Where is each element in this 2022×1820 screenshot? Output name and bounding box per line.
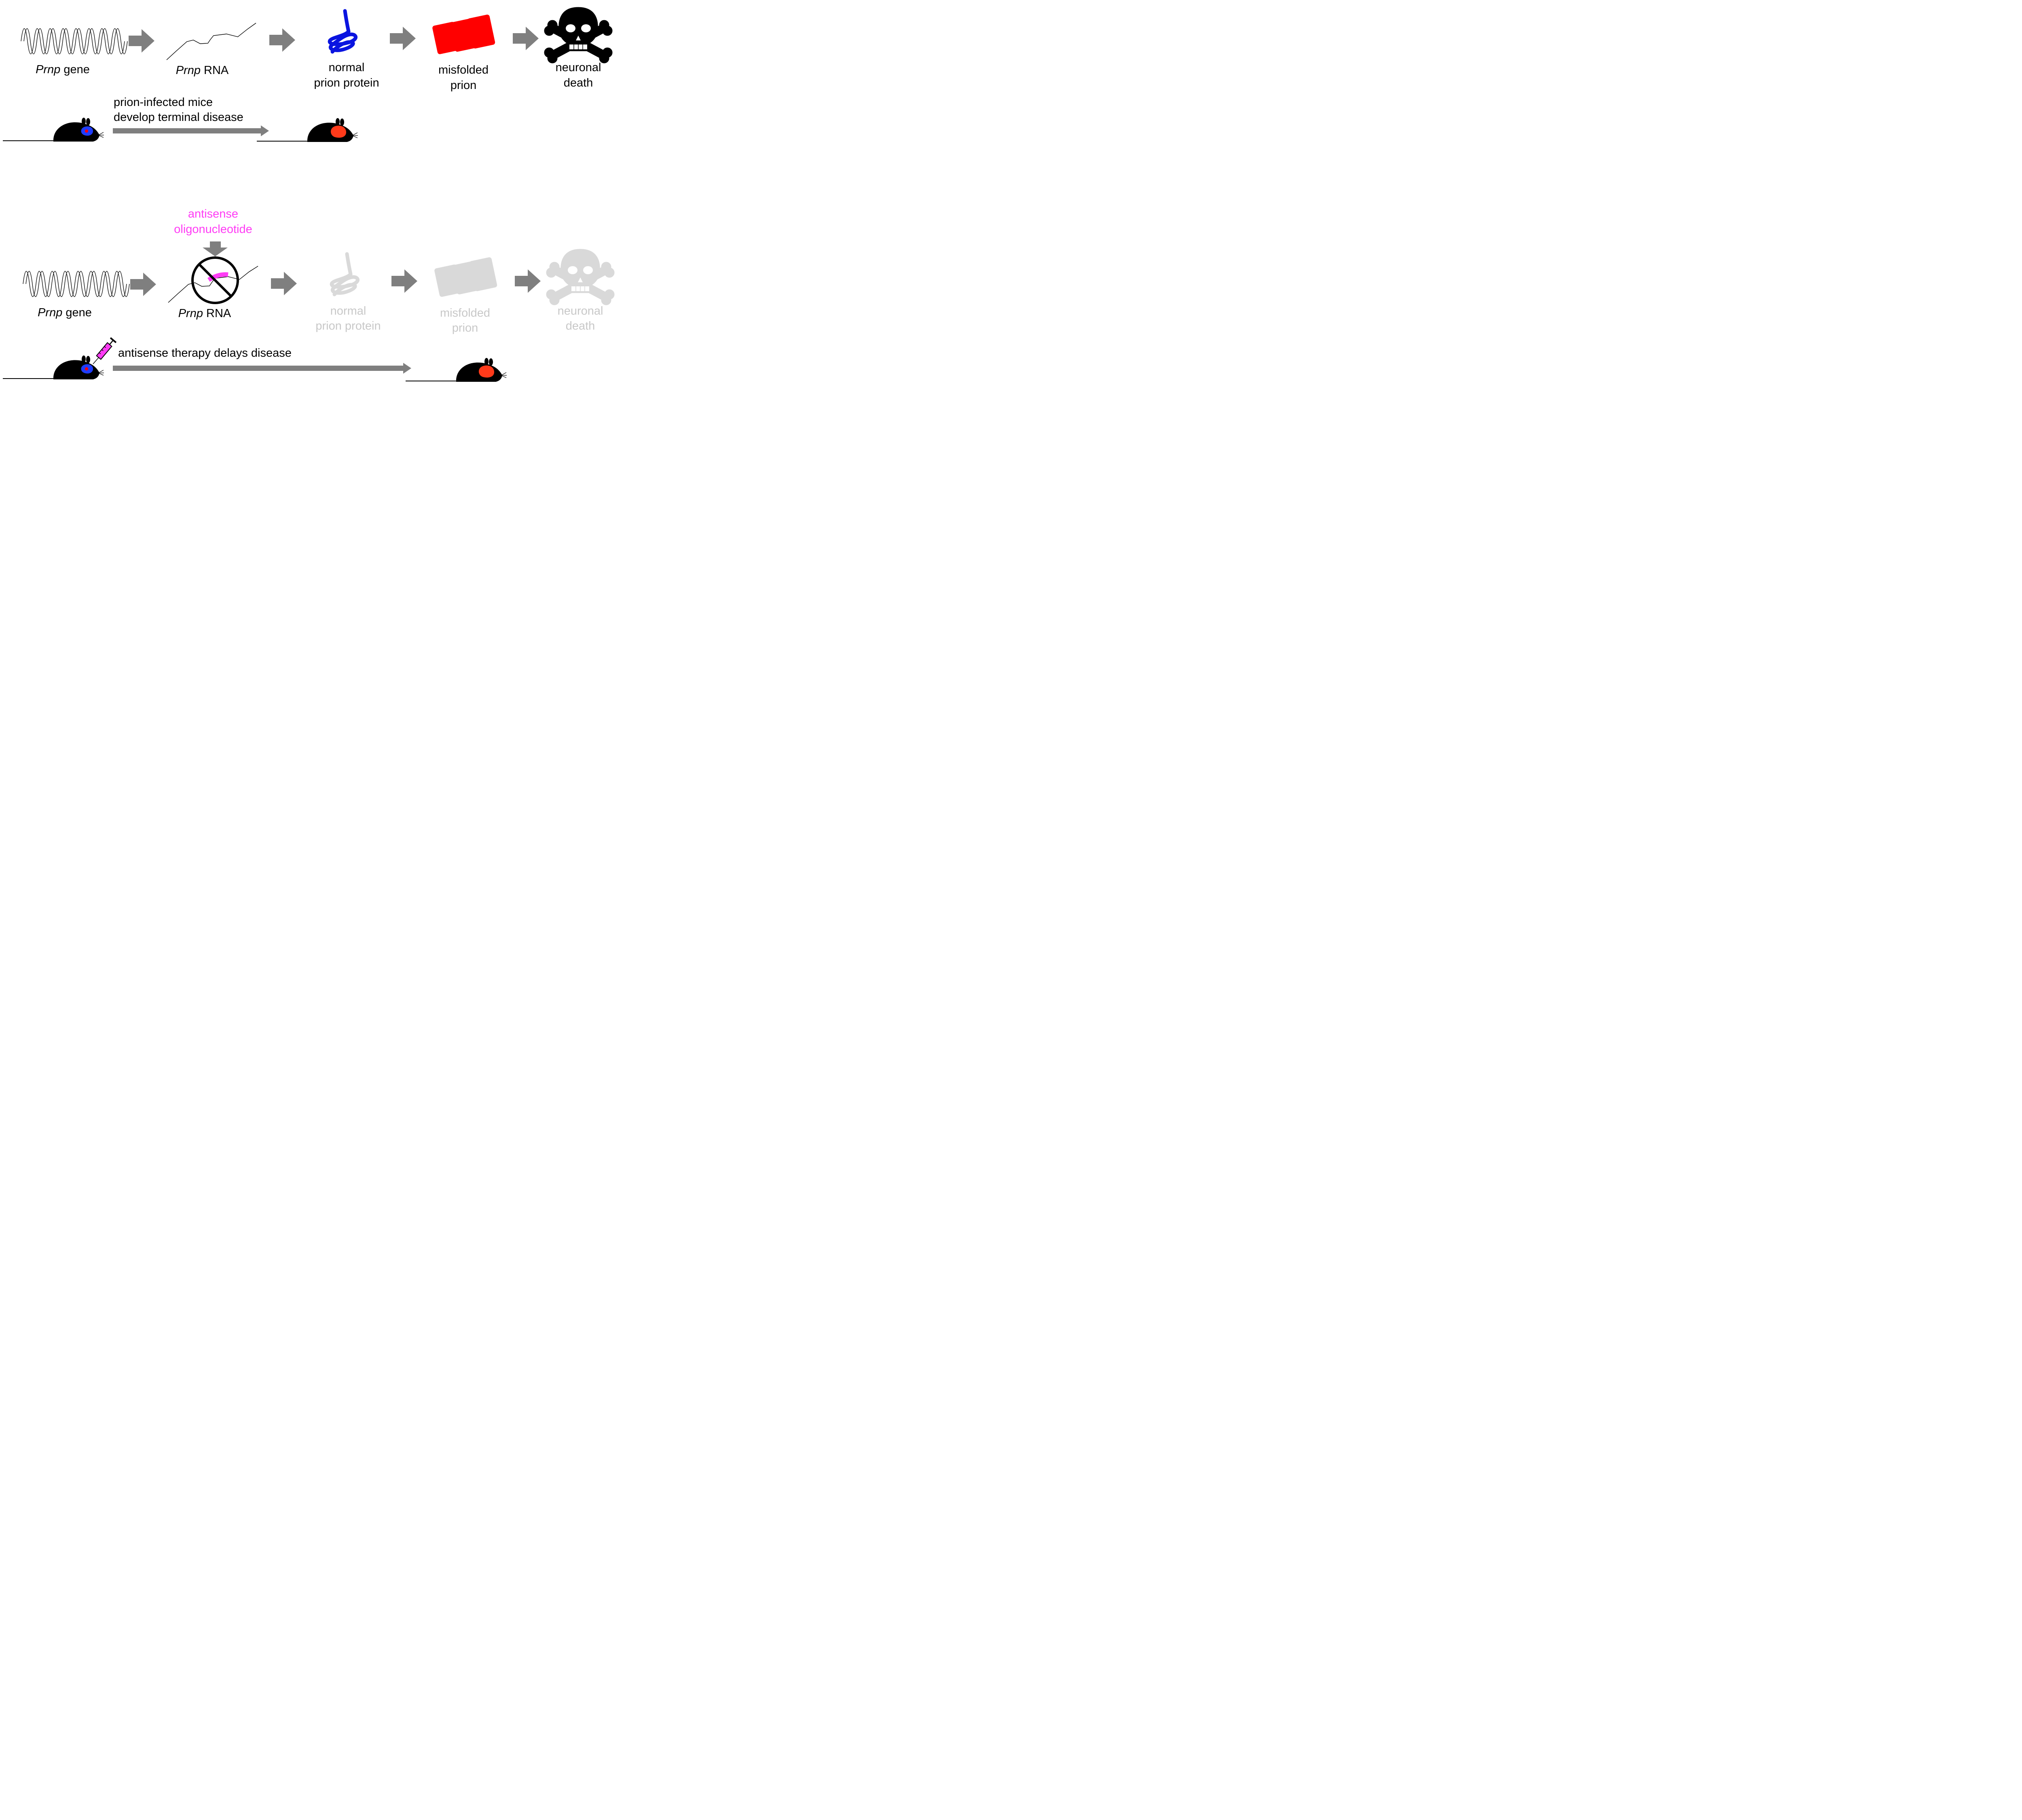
misfolded-label-line2: prion	[451, 79, 477, 92]
flow-arrow	[391, 269, 417, 293]
misfolded-prion-icon	[432, 15, 495, 54]
aso-label-line1: antisense	[188, 207, 238, 220]
syringe-icon	[93, 337, 117, 364]
protein-coil-icon	[330, 252, 360, 296]
flow-arrow	[390, 27, 416, 50]
flow-arrow	[271, 272, 297, 295]
dna-helix-icon	[21, 28, 128, 55]
death-label-line2: death	[566, 320, 595, 332]
skull-crossbones-icon	[546, 249, 614, 305]
protein-coil-icon	[328, 9, 357, 54]
rna-strand-icon	[168, 266, 258, 303]
rna-label: Prnp RNA	[176, 64, 229, 77]
aso-arrow	[203, 241, 228, 256]
misfolded-label-line1: misfolded	[440, 307, 490, 320]
misfolded-label-line1: misfolded	[438, 63, 489, 76]
death-label-line1: neuronal	[556, 61, 601, 74]
prion-antisense-diagram: Prnp gene Prnp RNA normal prion protein …	[2, 0, 629, 382]
misfolded-prion-icon	[434, 257, 497, 297]
flow-arrow	[130, 273, 156, 296]
antisense-strand-icon	[207, 272, 228, 282]
death-label-line1: neuronal	[558, 305, 603, 317]
protein-label-line1: normal	[329, 61, 365, 74]
mouse-icon	[2, 355, 104, 380]
mouse-icon	[2, 117, 104, 142]
rna-label: Prnp RNA	[178, 307, 231, 320]
gene-label: Prnp gene	[36, 63, 90, 76]
flow-arrow	[513, 27, 539, 50]
prohibition-icon	[191, 256, 239, 304]
flow-arrow	[515, 269, 541, 293]
dna-helix-icon	[23, 271, 130, 297]
protein-label-line2: prion protein	[314, 76, 379, 89]
rna-strand-icon	[166, 23, 256, 60]
protein-label-line1: normal	[330, 305, 366, 317]
aso-label-line2: oligonucleotide	[174, 223, 252, 236]
flow-arrow	[129, 29, 154, 53]
protein-label-line2: prion protein	[315, 320, 381, 332]
timeline-arrow	[113, 125, 269, 136]
mice-caption-line1: prion-infected mice	[114, 96, 213, 109]
misfolded-label-line2: prion	[452, 322, 478, 334]
therapy-caption: antisense therapy delays disease	[118, 347, 292, 360]
timeline-arrow	[113, 363, 411, 374]
brain-infected-icon	[478, 365, 494, 378]
skull-crossbones-icon	[544, 7, 612, 63]
flow-arrow	[269, 28, 295, 52]
death-label-line2: death	[564, 76, 593, 89]
mouse-icon	[405, 358, 507, 382]
brain-infected-icon	[330, 125, 346, 138]
gene-label: Prnp gene	[38, 306, 92, 319]
mouse-icon	[256, 118, 358, 142]
mice-caption-line2: develop terminal disease	[114, 111, 243, 124]
